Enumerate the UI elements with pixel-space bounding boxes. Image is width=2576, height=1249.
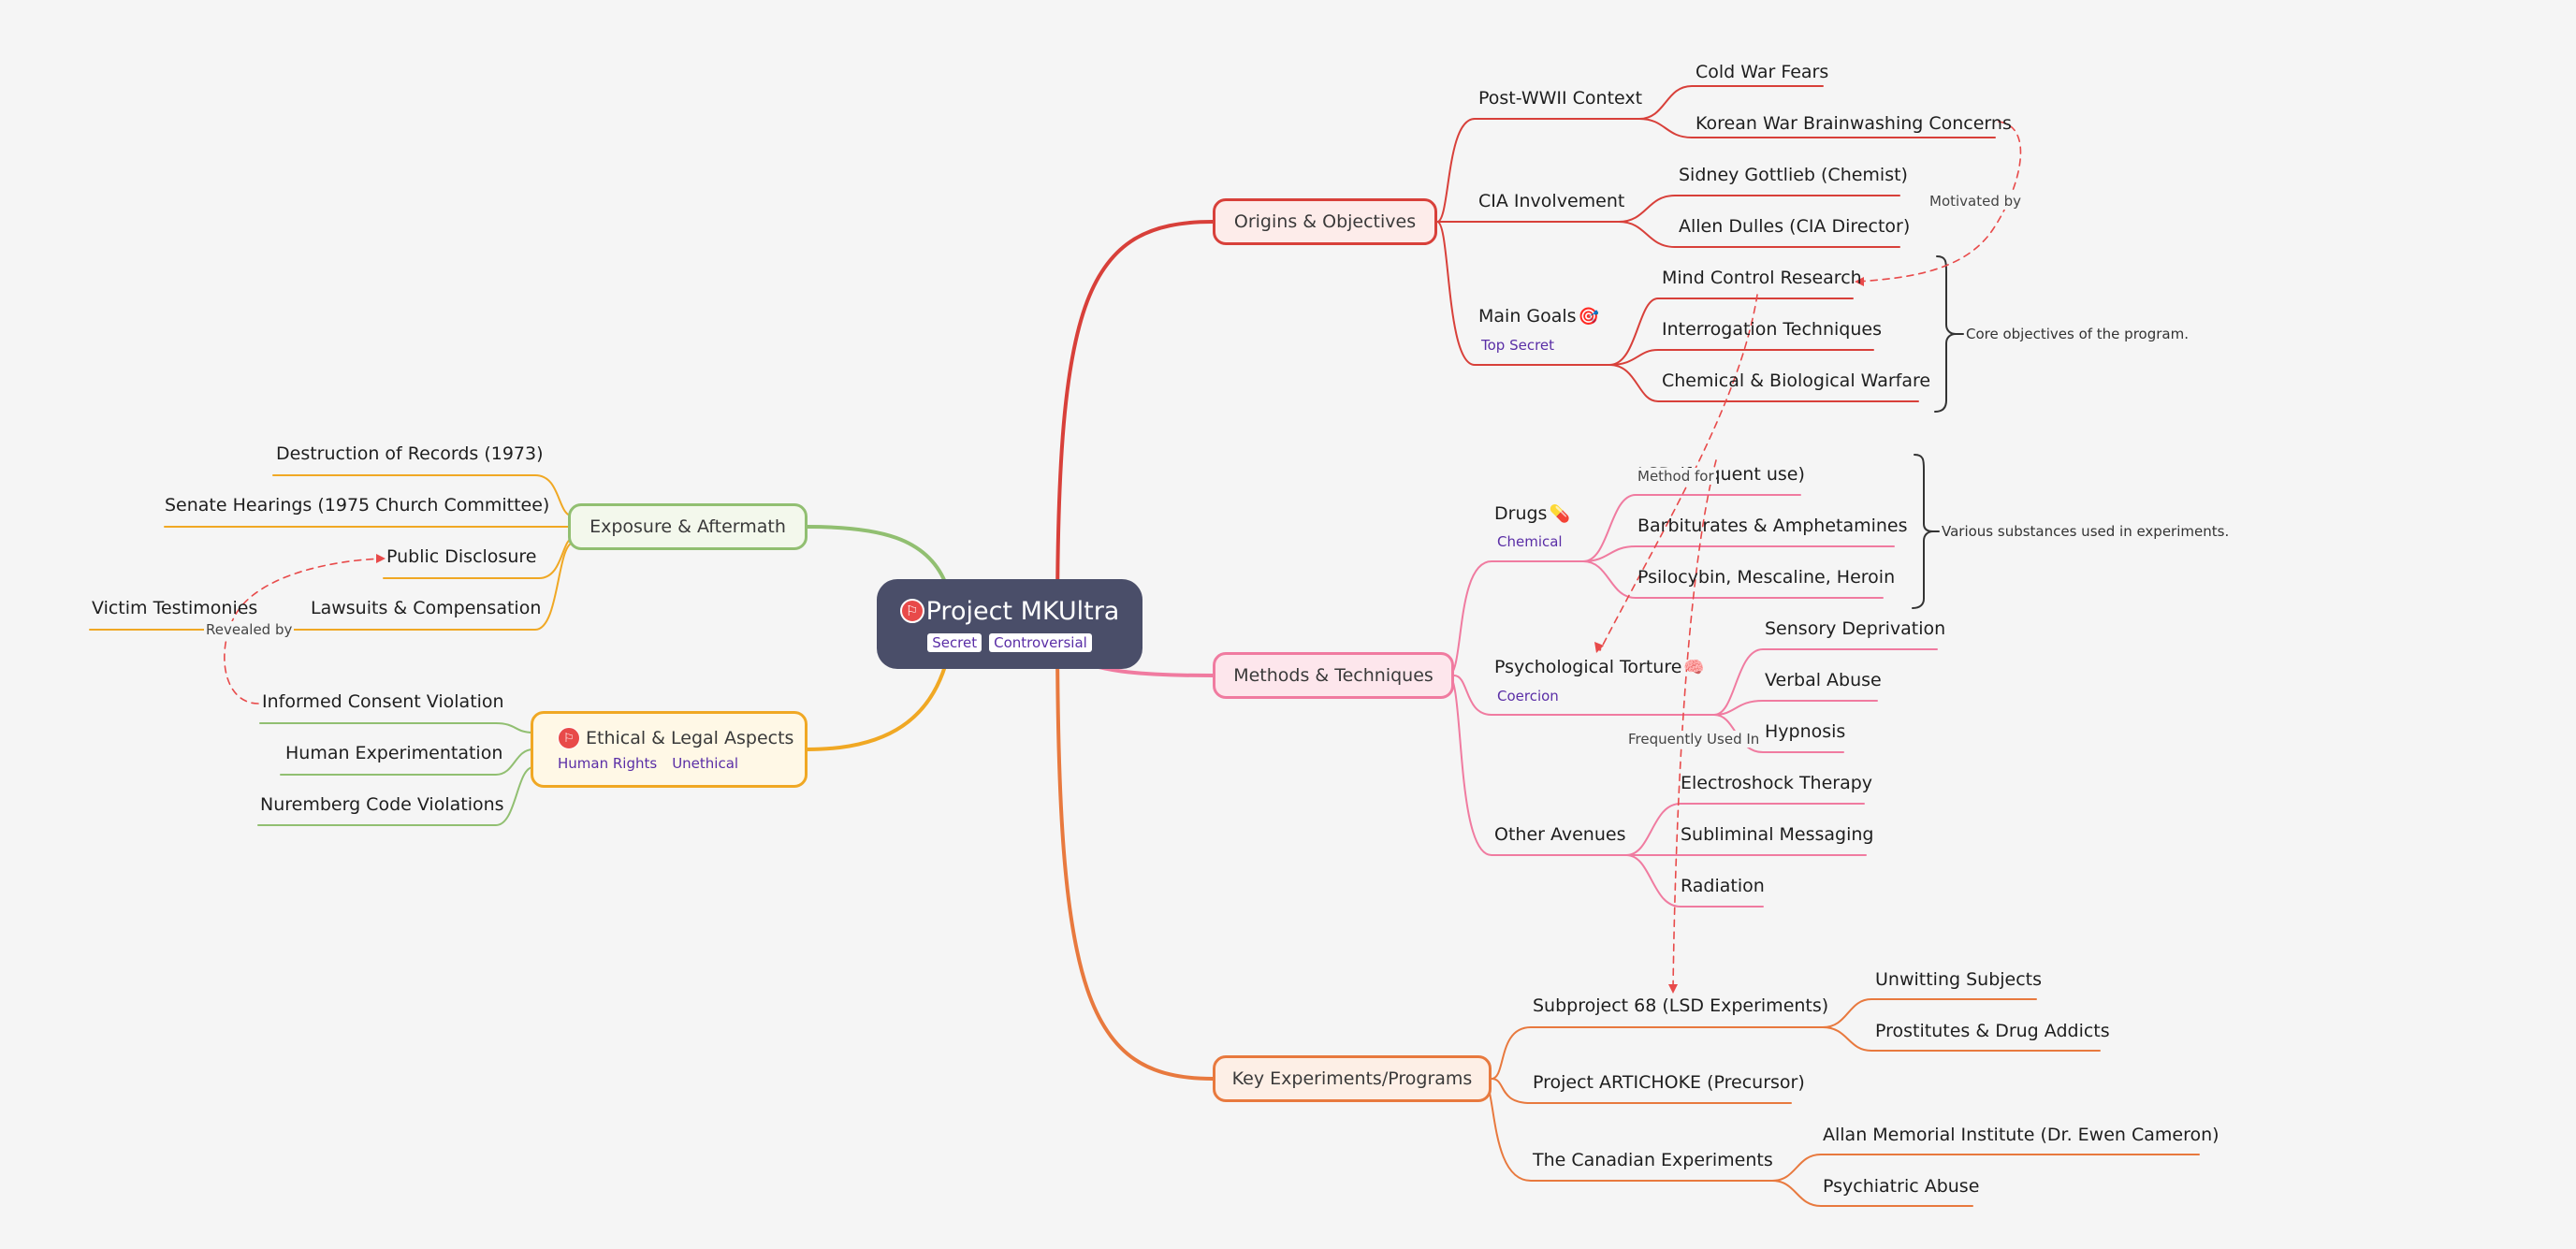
topic-post-wwii-context[interactable]: Post-WWII Context xyxy=(1478,88,1643,109)
central-title: Project MKUltra xyxy=(925,596,1120,626)
topic-electroshock-therapy[interactable]: Electroshock Therapy xyxy=(1681,773,1873,793)
tag-unethical: Unethical xyxy=(672,755,739,772)
central-topic[interactable]: ⚐ Project MKUltra Secret Controversial xyxy=(877,579,1142,669)
topic-barbiturates-amphetamines[interactable]: Barbiturates & Amphetamines xyxy=(1637,516,1908,536)
branch-label: Key Experiments/Programs xyxy=(1231,1068,1473,1089)
topic-psychiatric-abuse[interactable]: Psychiatric Abuse xyxy=(1823,1176,1980,1197)
branch-label: Ethical & Legal Aspects xyxy=(586,728,794,748)
branch-methods-techniques[interactable]: Methods & Techniques xyxy=(1213,652,1454,699)
topic-main-goals[interactable]: Main Goals🎯 xyxy=(1478,306,1599,327)
branch-label: Origins & Objectives xyxy=(1233,211,1417,232)
topic-unwitting-subjects[interactable]: Unwitting Subjects xyxy=(1875,969,2043,990)
tag-coercion: Coercion xyxy=(1497,688,1559,704)
branch-label: Methods & Techniques xyxy=(1233,665,1434,686)
topic-senate-hearings[interactable]: Senate Hearings (1975 Church Committee) xyxy=(165,495,550,516)
topic-hypnosis[interactable]: Hypnosis xyxy=(1765,721,1846,742)
pill-icon: 💊 xyxy=(1549,504,1570,524)
branch-key-experiments[interactable]: Key Experiments/Programs xyxy=(1213,1055,1492,1102)
flag-icon: ⚐ xyxy=(899,599,924,623)
topic-victim-testimonies[interactable]: Victim Testimonies xyxy=(92,598,258,618)
flag-icon: ⚐ xyxy=(558,727,580,749)
topic-chemical-biological-warfare[interactable]: Chemical & Biological Warfare xyxy=(1662,370,1931,391)
relationship-method-for[interactable]: Method for xyxy=(1636,468,1716,485)
topic-prostitutes-drug-addicts[interactable]: Prostitutes & Drug Addicts xyxy=(1875,1021,2110,1041)
topic-psilocybin-mescaline-heroin[interactable]: Psilocybin, Mescaline, Heroin xyxy=(1637,567,1896,588)
tag-top-secret: Top Secret xyxy=(1481,337,1555,354)
topic-informed-consent-violation[interactable]: Informed Consent Violation xyxy=(262,691,504,712)
topic-human-experimentation[interactable]: Human Experimentation xyxy=(285,743,503,763)
topic-nuremberg-code-violations[interactable]: Nuremberg Code Violations xyxy=(260,794,504,815)
drugs-label: Drugs xyxy=(1494,503,1548,524)
main-goals-label: Main Goals xyxy=(1478,306,1577,327)
topic-korean-war-brainwashing[interactable]: Korean War Brainwashing Concerns xyxy=(1696,113,2012,134)
topic-sensory-deprivation[interactable]: Sensory Deprivation xyxy=(1765,618,1946,639)
tag-human-rights: Human Rights xyxy=(558,755,658,772)
branch-exposure-aftermath[interactable]: Exposure & Aftermath xyxy=(568,503,808,550)
topic-radiation[interactable]: Radiation xyxy=(1681,876,1765,896)
branch-ethical-legal[interactable]: ⚐ Ethical & Legal Aspects Human Rights U… xyxy=(531,711,808,788)
topic-sidney-gottlieb[interactable]: Sidney Gottlieb (Chemist) xyxy=(1679,165,1908,185)
tag-controversial: Controversial xyxy=(989,632,1092,652)
topic-psychological-torture[interactable]: Psychological Torture🧠 xyxy=(1494,657,1705,678)
psychological-torture-label: Psychological Torture xyxy=(1494,657,1682,677)
topic-lawsuits-compensation[interactable]: Lawsuits & Compensation xyxy=(311,598,542,618)
relationship-motivated-by[interactable]: Motivated by xyxy=(1928,193,2024,210)
topic-allan-memorial-institute[interactable]: Allan Memorial Institute (Dr. Ewen Camer… xyxy=(1823,1125,2219,1145)
topic-cia-involvement[interactable]: CIA Involvement xyxy=(1478,191,1625,211)
summary-core-objectives[interactable]: Core objectives of the program. xyxy=(1966,326,2189,342)
branch-origins-objectives[interactable]: Origins & Objectives xyxy=(1213,198,1437,245)
topic-drugs[interactable]: Drugs💊 xyxy=(1494,503,1570,525)
topic-mind-control-research[interactable]: Mind Control Research xyxy=(1662,268,1862,288)
topic-destruction-of-records[interactable]: Destruction of Records (1973) xyxy=(276,443,544,464)
topic-allen-dulles[interactable]: Allen Dulles (CIA Director) xyxy=(1679,216,1911,237)
topic-other-avenues[interactable]: Other Avenues xyxy=(1494,824,1626,845)
topic-verbal-abuse[interactable]: Verbal Abuse xyxy=(1765,670,1882,690)
topic-canadian-experiments[interactable]: The Canadian Experiments xyxy=(1533,1150,1773,1170)
relationship-frequently-used-in[interactable]: Frequently Used In xyxy=(1626,731,1762,748)
relationship-revealed-by[interactable]: Revealed by xyxy=(204,621,295,638)
target-icon: 🎯 xyxy=(1578,307,1599,327)
tag-chemical: Chemical xyxy=(1497,533,1563,550)
topic-public-disclosure[interactable]: Public Disclosure xyxy=(386,546,537,567)
brain-icon: 🧠 xyxy=(1683,658,1705,677)
topic-subproject-68[interactable]: Subproject 68 (LSD Experiments) xyxy=(1533,995,1829,1016)
topic-subliminal-messaging[interactable]: Subliminal Messaging xyxy=(1681,824,1874,845)
summary-various-substances[interactable]: Various substances used in experiments. xyxy=(1942,523,2230,540)
branch-label: Exposure & Aftermath xyxy=(589,516,786,537)
topic-interrogation-techniques[interactable]: Interrogation Techniques xyxy=(1662,319,1882,340)
topic-project-artichoke[interactable]: Project ARTICHOKE (Precursor) xyxy=(1533,1072,1805,1093)
tag-secret: Secret xyxy=(927,632,982,652)
topic-cold-war-fears[interactable]: Cold War Fears xyxy=(1696,62,1829,82)
